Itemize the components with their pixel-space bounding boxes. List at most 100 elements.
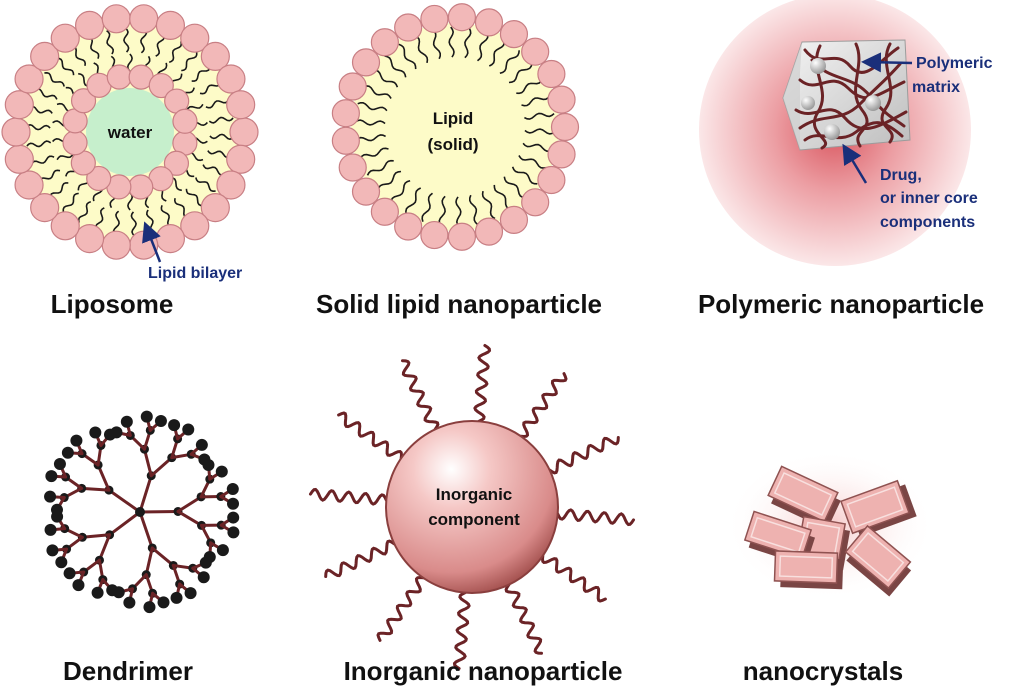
lipid-head [547, 140, 576, 169]
lipid-tail [195, 177, 216, 193]
lipid-head [338, 153, 367, 182]
lipid-tail [26, 140, 52, 148]
lipid-head [499, 205, 529, 234]
lipid-bilayer-label: Lipid bilayer [148, 265, 242, 282]
liposome-inner-heads [62, 64, 198, 200]
dendrimer-end-node [53, 457, 66, 470]
nanocrystal-bevel [778, 555, 834, 579]
nanocrystal [773, 550, 844, 590]
lipid-head [74, 223, 105, 254]
lipid-tail [30, 155, 55, 166]
lipid-tail [503, 176, 526, 199]
dendrimer-branch [138, 474, 153, 514]
dendrimer-branch [138, 510, 154, 550]
solid-lipid-tails [354, 26, 556, 228]
lipid-tail [185, 188, 204, 207]
ligand-chain [401, 359, 440, 431]
lipid-head [499, 20, 529, 49]
lipid-tail [488, 39, 505, 67]
dendrimer-end-node [227, 526, 240, 539]
dendrimer-branch [149, 456, 174, 478]
ligand-chain [324, 539, 396, 578]
lipid-tail [524, 112, 555, 120]
dendrimer-branch [80, 533, 112, 539]
liposome-panel: water Lipid bilayer Liposome [1, 4, 259, 319]
dendrimer-end-node [227, 497, 240, 510]
lipid-tail [438, 195, 446, 227]
dendrimer-end-node [91, 586, 104, 599]
polymer-strand [854, 42, 869, 148]
drug-particle [801, 96, 815, 110]
nanocrystal-face [773, 550, 839, 584]
lipid-head [216, 64, 246, 94]
dendrimer-end-node [120, 415, 133, 428]
lipid-tail [359, 147, 389, 159]
lipid-head [30, 192, 60, 223]
dendrimer-end-node [61, 446, 74, 459]
lipid-tail [384, 55, 407, 78]
dendrimer-end-node [45, 470, 58, 483]
lipid-tail [390, 179, 411, 204]
solid-lipid-caption: Solid lipid nanoparticle [316, 289, 602, 319]
lipid-head [474, 8, 504, 37]
inorganic-ligands [309, 344, 635, 670]
lipid-head [101, 4, 131, 34]
lipid-head [351, 177, 381, 206]
dendrimer-end-node [89, 426, 102, 439]
lipid-head [420, 4, 449, 34]
ligand-chain [337, 411, 404, 460]
dendrimer-end-node [215, 465, 228, 478]
lipid-tail [421, 192, 434, 222]
lipid-tail [202, 164, 226, 176]
lipid-tail [44, 71, 65, 87]
ligand-chain [548, 436, 620, 475]
dendrimer-end-node [55, 556, 68, 569]
lipid-tail [398, 43, 417, 70]
dendrimer-end-node [154, 415, 167, 428]
dendrimer-branch [138, 509, 180, 514]
lipid-head [14, 64, 44, 94]
lipid-tail [140, 28, 148, 54]
nanocrystals-caption: nanocrystals [743, 656, 903, 686]
dendrimer-end-node [70, 434, 83, 447]
drug-particles [801, 58, 881, 140]
solid-lipid-heads [331, 3, 580, 251]
dendrimer-end-node [46, 544, 59, 557]
liposome-water-core [86, 88, 174, 176]
lipid-head [550, 112, 580, 142]
dendrimer-caption: Dendrimer [63, 656, 193, 686]
lipid-head [101, 230, 131, 260]
lipid-head [86, 165, 112, 192]
dendrimer-end-node [227, 511, 240, 524]
dendrimer-end-node [195, 438, 208, 451]
lipid-head [226, 90, 256, 120]
nanocrystal [840, 479, 917, 537]
nanocrystal [767, 465, 841, 530]
lipid-tail [493, 184, 512, 211]
lipid-tail [377, 170, 402, 191]
lipid-head [4, 144, 34, 174]
lipid-head [200, 41, 230, 72]
lipid-head [180, 23, 210, 53]
dendrimer-branch [176, 509, 204, 527]
lipid-tail [123, 27, 130, 53]
lipid-head [4, 90, 34, 120]
drug-arrow [842, 143, 868, 184]
lipid-head [180, 211, 210, 241]
nanocrystal-bevel [750, 516, 806, 554]
lipid-head [30, 41, 60, 72]
lipid-head [74, 10, 105, 41]
dendrimer-end-node [226, 482, 239, 495]
dendrimer-branch [150, 546, 175, 567]
lipid-tail [476, 32, 489, 62]
lipid-head [331, 99, 360, 128]
lipid-head [62, 130, 88, 156]
lipid-head [547, 85, 576, 114]
lipid-head [155, 10, 186, 41]
polymeric-matrix-arrow [861, 52, 913, 73]
inorganic-core-sphere [385, 420, 559, 594]
lipid-head [370, 197, 399, 226]
lipid-tail [405, 187, 422, 215]
lipid-tail [499, 50, 520, 75]
